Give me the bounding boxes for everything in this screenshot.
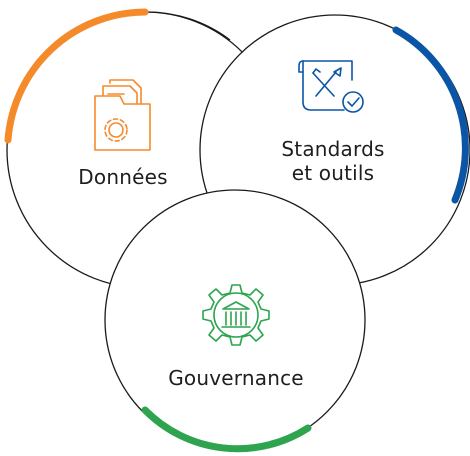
label-gouvernance: Gouvernance: [168, 366, 304, 390]
label-standards-line-1: Standards: [281, 137, 385, 161]
building-gear-icon: [202, 284, 270, 346]
label-standards: Standards et outils: [258, 137, 408, 185]
accent-arc-gouvernance: [141, 406, 312, 453]
label-donnees: Données: [78, 165, 168, 189]
folder-gear-icon: [94, 79, 151, 151]
tools-document-check-icon: [298, 60, 364, 113]
accent-arc-standards: [392, 26, 469, 204]
label-standards-line-2: et outils: [291, 161, 375, 185]
circle-donnees-front-arc: [144, 11, 231, 41]
accent-arc-donnees: [4, 8, 149, 144]
